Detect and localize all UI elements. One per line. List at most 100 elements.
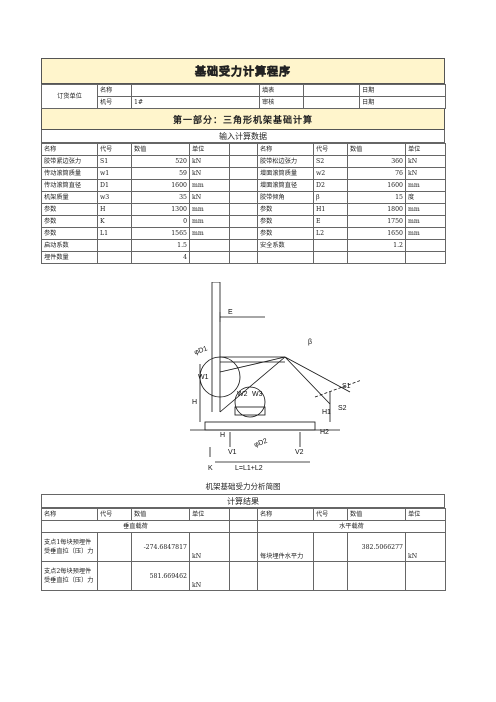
label-E: E bbox=[228, 309, 233, 316]
input-header-cell: 名称 bbox=[41, 143, 98, 156]
result-row-1-name: 支点1每块预埋件受垂直拉（压）力 bbox=[41, 532, 98, 562]
result-row-1-value: -274.6847817 bbox=[131, 532, 190, 562]
label-beta: β bbox=[308, 339, 312, 346]
input-cell: mm bbox=[189, 215, 230, 228]
input-cell: kN bbox=[189, 167, 230, 180]
input-cell: 胶带紧边张力 bbox=[41, 155, 98, 168]
input-cell bbox=[97, 239, 132, 252]
input-section-title: 输入计算数据 bbox=[41, 130, 445, 143]
result-row-1-unit2: kN bbox=[405, 532, 446, 562]
input-header-cell: 数值 bbox=[131, 143, 190, 156]
input-cell: mm bbox=[405, 215, 446, 228]
result-row-1-unit: kN bbox=[189, 532, 230, 562]
model-value[interactable]: 1# bbox=[131, 96, 260, 109]
input-value-cell[interactable]: 1.5 bbox=[131, 239, 190, 252]
input-cell: D2 bbox=[313, 179, 348, 192]
input-header-cell: 单位 bbox=[405, 143, 446, 156]
input-cell: mm bbox=[189, 227, 230, 240]
input-cell: H1 bbox=[313, 203, 348, 216]
label-S1: S1 bbox=[342, 383, 351, 390]
input-cell: 传动滚筒质量 bbox=[41, 167, 98, 180]
input-cell: kN bbox=[405, 167, 446, 180]
input-cell bbox=[313, 251, 348, 264]
label-W1: W1 bbox=[198, 374, 209, 381]
input-cell: 参数 bbox=[41, 215, 98, 228]
result-row-2-unit: kN bbox=[189, 561, 230, 591]
input-cell: 埋件数量 bbox=[41, 251, 98, 264]
label-K: K bbox=[208, 465, 213, 472]
input-cell: D1 bbox=[97, 179, 132, 192]
input-value-cell[interactable]: 1300 bbox=[131, 203, 190, 216]
input-cell: 启动系数 bbox=[41, 239, 98, 252]
input-value-cell[interactable]: 59 bbox=[131, 167, 190, 180]
input-value-cell[interactable]: 1565 bbox=[131, 227, 190, 240]
input-cell: 参数 bbox=[41, 227, 98, 240]
result-row-2-value: 581.669462 bbox=[131, 561, 190, 591]
input-row: 启动系数 1.5 安全系数 1.2 bbox=[41, 239, 446, 252]
input-cell: S1 bbox=[97, 155, 132, 168]
fill-value[interactable] bbox=[303, 84, 360, 97]
input-cell: L1 bbox=[97, 227, 132, 240]
input-cell bbox=[189, 251, 230, 264]
input-cell: L2 bbox=[313, 227, 348, 240]
part1-title: 第一部分：三角形机架基础计算 bbox=[41, 109, 445, 130]
result-title: 计算结果 bbox=[41, 494, 445, 508]
input-value-cell[interactable]: 35 bbox=[131, 191, 190, 204]
input-cell: 胶带松边张力 bbox=[257, 155, 314, 168]
input-cell bbox=[405, 239, 446, 252]
title-banner: 基础受力计算程序 bbox=[41, 58, 445, 84]
input-cell: w2 bbox=[313, 167, 348, 180]
input-header-cell: 名称 bbox=[257, 143, 314, 156]
input-value-cell[interactable]: 1.2 bbox=[347, 239, 406, 252]
input-cell: kN bbox=[405, 155, 446, 168]
name-value[interactable] bbox=[131, 84, 260, 97]
result-table: 名称代号数值单位名称代号数值单位 垂直载荷 水平载荷 支点1每块预埋件受垂直拉（… bbox=[41, 508, 446, 591]
date-label-1: 日期 bbox=[359, 84, 446, 97]
label-D2: φD2 bbox=[253, 438, 268, 449]
input-cell: 参数 bbox=[257, 203, 314, 216]
input-cell: w1 bbox=[97, 167, 132, 180]
input-cell: kN bbox=[189, 191, 230, 204]
input-value-cell[interactable]: 76 bbox=[347, 167, 406, 180]
review-label: 审核 bbox=[259, 96, 304, 109]
input-value-cell[interactable] bbox=[347, 251, 406, 264]
input-cell: 传动滚筒直径 bbox=[41, 179, 98, 192]
input-cell: K bbox=[97, 215, 132, 228]
result-header-cell: 数值 bbox=[347, 508, 406, 521]
input-value-cell[interactable]: 360 bbox=[347, 155, 406, 168]
fill-label: 填表 bbox=[259, 84, 304, 97]
input-value-cell[interactable]: 1800 bbox=[347, 203, 406, 216]
label-L: L=L1+L2 bbox=[235, 465, 263, 472]
input-value-cell[interactable]: 1600 bbox=[131, 179, 190, 192]
input-cell: S2 bbox=[313, 155, 348, 168]
result-header-cell: 数值 bbox=[131, 508, 190, 521]
input-cell: mm bbox=[405, 203, 446, 216]
input-value-cell[interactable]: 1650 bbox=[347, 227, 406, 240]
input-cell: 安全系数 bbox=[257, 239, 314, 252]
result-header-cell: 名称 bbox=[257, 508, 314, 521]
input-value-cell[interactable]: 520 bbox=[131, 155, 190, 168]
input-row: 埋件数量 4 bbox=[41, 251, 446, 264]
input-cell: 增面滚筒直径 bbox=[257, 179, 314, 192]
input-header-cell: 代号 bbox=[313, 143, 348, 156]
date-label-2: 日期 bbox=[359, 96, 446, 109]
input-value-cell[interactable]: 1750 bbox=[347, 215, 406, 228]
input-cell bbox=[97, 251, 132, 264]
page-title: 基础受力计算程序 bbox=[195, 65, 291, 79]
input-value-cell[interactable]: 1600 bbox=[347, 179, 406, 192]
result-section: 计算结果 名称代号数值单位名称代号数值单位 垂直载荷 水平载荷 支点1每块预埋件… bbox=[41, 494, 446, 591]
label-H2: H2 bbox=[320, 429, 329, 436]
input-value-cell[interactable]: 15 bbox=[347, 191, 406, 204]
input-value-cell[interactable]: 4 bbox=[131, 251, 190, 264]
label-S2: S2 bbox=[338, 405, 347, 412]
input-cell: 参数 bbox=[257, 215, 314, 228]
review-value[interactable] bbox=[303, 96, 360, 109]
calc-sheet: 基础受力计算程序 订货单位 名称 填表 日期 机号 1# 审核 日期 第一部分：… bbox=[41, 58, 446, 264]
input-cell: mm bbox=[189, 179, 230, 192]
input-value-cell[interactable]: 0 bbox=[131, 215, 190, 228]
label-H1: H1 bbox=[322, 409, 331, 416]
input-cell bbox=[189, 239, 230, 252]
